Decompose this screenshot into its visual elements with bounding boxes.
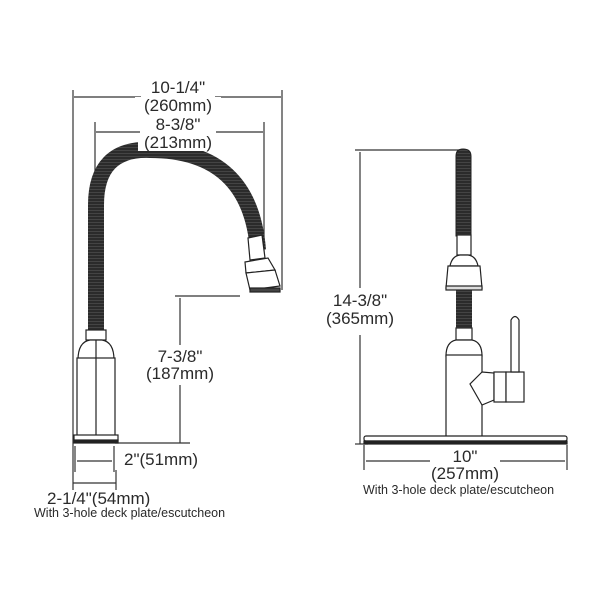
right-lower-hose: [456, 290, 472, 328]
left-deck-plate-note: With 3-hole deck plate/escutcheon: [34, 506, 226, 520]
spout-height-imperial: 7-3/8": [152, 348, 208, 365]
right-view-dimension-lines: [355, 149, 568, 470]
deck-plate-width-imperial: 10": [435, 448, 495, 465]
left-spray-head: [244, 234, 281, 293]
left-faucet-body: [73, 329, 119, 444]
spout-height-metric: (187mm): [140, 365, 220, 382]
overall-height-metric: (365mm): [318, 310, 402, 327]
left-pulldown-hose: [88, 141, 266, 330]
deck-plate-width-metric: (257mm): [425, 465, 505, 482]
deck-plate: [363, 435, 568, 445]
overall-width-metric: (260mm): [135, 97, 221, 114]
spout-reach-metric: (213mm): [138, 134, 218, 151]
base-diameter: 2-1/4"(54mm): [47, 489, 151, 508]
overall-height-imperial: 14-3/8": [320, 292, 400, 309]
right-deck-plate-note: With 3-hole deck plate/escutcheon: [363, 483, 555, 497]
right-pulldown-hose: [455, 148, 472, 237]
base-height: 2"(51mm): [124, 450, 199, 469]
spout-reach-imperial: 8-3/8": [140, 116, 216, 133]
right-faucet-body: [445, 315, 525, 438]
right-spray-head: [445, 234, 483, 291]
overall-width-imperial: 10-1/4": [135, 79, 221, 96]
